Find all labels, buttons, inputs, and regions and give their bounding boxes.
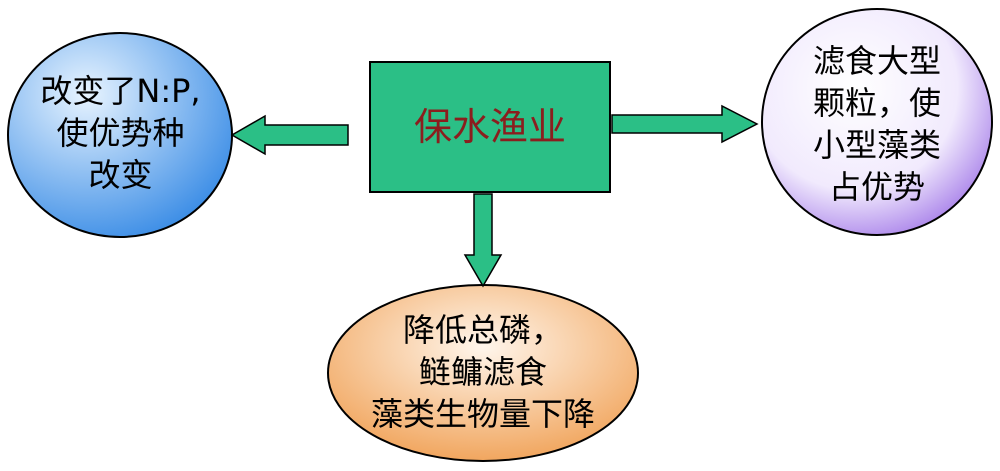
arrow-down <box>463 193 503 288</box>
bottom-node-text: 降低总磷， 鲢鳙滤食 藻类生物量下降 <box>343 309 623 435</box>
right-node-line: 占优势 <box>828 168 925 206</box>
center-box <box>369 61 611 193</box>
right-node-line: 颗粒，使 <box>812 84 941 122</box>
left-node-line: 改变 <box>88 156 153 194</box>
right-node-text: 滤食大型 颗粒，使 小型藻类 占优势 <box>772 40 982 208</box>
right-node-line: 滤食大型 <box>812 42 941 80</box>
bottom-node-line: 藻类生物量下降 <box>370 395 595 433</box>
bottom-node-line: 鲢鳙滤食 <box>418 353 547 391</box>
right-node-circle <box>761 8 993 236</box>
arrow-right <box>611 104 759 144</box>
left-node-text: 改变了N:P, 使优势种 改变 <box>18 70 223 196</box>
arrow-left <box>230 114 349 156</box>
center-label: 保水渔业 <box>413 105 566 149</box>
bottom-node-line: 降低总磷， <box>402 311 563 349</box>
left-node-line: 使优势种 <box>56 114 185 152</box>
right-node-line: 小型藻类 <box>812 126 941 164</box>
left-node-line: 改变了N:P, <box>40 72 201 110</box>
